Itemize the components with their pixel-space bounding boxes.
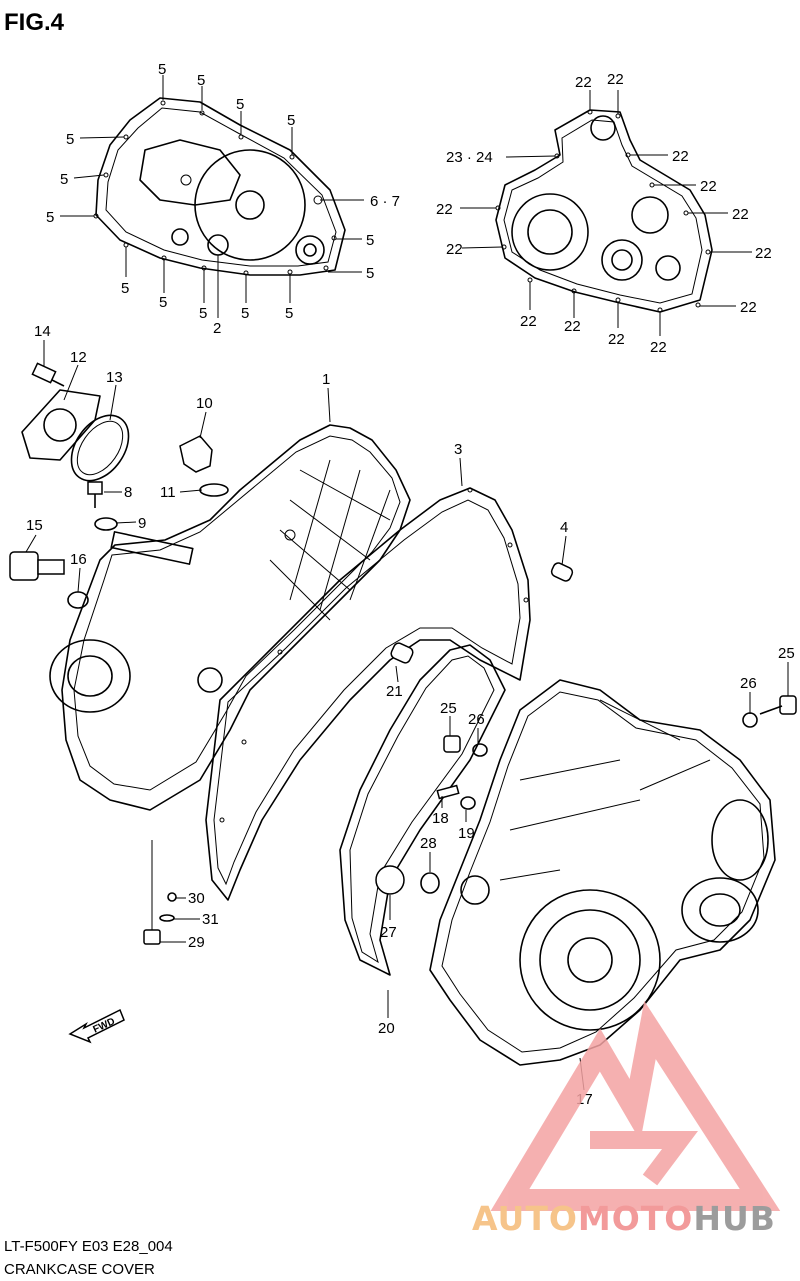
callout-12: 12 [70,349,87,366]
magneto-cover-assembly [93,97,346,276]
callout-10: 10 [196,395,213,412]
callout-5: 5 [159,294,167,311]
callout-19: 19 [458,825,475,842]
callout-5: 5 [121,280,129,297]
gasket-20 [339,644,506,976]
small-parts [9,362,797,945]
crankcase-cover [49,424,411,811]
svg-text:FWD: FWD [91,1016,116,1036]
callout-5: 5 [366,265,374,282]
callout-4: 4 [560,519,568,536]
callout-25: 25 [778,645,795,662]
callout-30: 30 [188,890,205,907]
crankcase-housing [429,679,776,1066]
clutch-cover-gasket [495,109,713,313]
callout-20: 20 [378,1020,395,1037]
callout-16: 16 [70,551,87,568]
callout-22: 22 [520,313,537,330]
callout-21: 21 [386,683,403,700]
figure-name: CRANKCASE COVER [4,1261,155,1278]
callout-14: 14 [34,323,51,340]
callout-22: 22 [607,71,624,88]
fwd-arrow-icon: FWD [68,1008,125,1044]
callout-5: 5 [199,305,207,322]
callout-15: 15 [26,517,43,534]
callout-2: 2 [213,320,221,337]
svg-text:AUTOMOTOHUB: AUTOMOTOHUB [472,1199,776,1238]
callout-25: 25 [440,700,457,717]
callout-5: 5 [158,61,166,78]
callout-26: 26 [740,675,757,692]
callout-3: 3 [454,441,462,458]
callout-9: 9 [138,515,146,532]
callout-22: 22 [575,74,592,91]
callout-22: 22 [740,299,757,316]
callout-22: 22 [446,241,463,258]
callouts-top-right: 22 22 22 22 22 22 22 22 22 22 22 22 22 2… [436,71,772,356]
callout-22: 22 [608,331,625,348]
callout-22: 22 [650,339,667,356]
callout-23-24: 23 · 24 [446,149,493,166]
callout-1: 1 [322,371,330,388]
callout-5: 5 [46,209,54,226]
callout-26: 26 [468,711,485,728]
callout-31: 31 [202,911,219,928]
callout-22: 22 [436,201,453,218]
callout-27: 27 [380,924,397,941]
callout-5: 5 [241,305,249,322]
watermark-logo [490,1000,781,1211]
callout-22: 22 [564,318,581,335]
callout-5: 5 [60,171,68,188]
callout-5: 5 [287,112,295,129]
figure-title: FIG.4 [4,9,65,36]
figure-code: LT-F500FY E03 E28_004 [4,1238,173,1255]
callout-5: 5 [66,131,74,148]
callout-28: 28 [420,835,437,852]
watermark-text: AUTOMOTOHUB [472,1199,776,1238]
callout-11: 11 [160,484,176,501]
callout-13: 13 [106,369,123,386]
callout-22: 22 [732,206,749,223]
callout-18: 18 [432,810,449,827]
callout-22: 22 [755,245,772,262]
callout-22: 22 [672,148,689,165]
callout-5: 5 [236,96,244,113]
callout-8: 8 [124,484,132,501]
callout-6-7: 6 · 7 [370,193,400,210]
callouts-middle: 14 12 13 10 11 8 9 1 3 4 15 16 21 25 26 … [25,323,795,1108]
callout-5: 5 [197,72,205,89]
callout-22: 22 [700,178,717,195]
callout-5: 5 [285,305,293,322]
callouts-top-left: 5 5 5 5 5 5 5 5 5 5 2 5 5 5 5 6 · 7 [46,61,400,337]
gasket-3 [205,487,531,901]
callout-29: 29 [188,934,205,951]
callout-5: 5 [366,232,374,249]
